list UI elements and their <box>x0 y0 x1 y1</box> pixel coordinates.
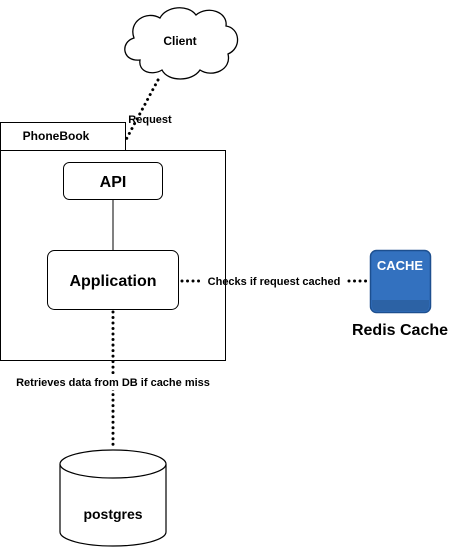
application-node: Application <box>47 250 179 310</box>
cylinder-body <box>59 464 167 547</box>
postgres-label: postgres <box>83 506 142 522</box>
package-label: PhoneBook <box>23 129 90 143</box>
application-box <box>47 250 179 310</box>
cache-icon-shadow <box>372 300 429 311</box>
cache-check-label: Checks if request cached <box>208 276 341 288</box>
application-label: Application <box>69 273 156 290</box>
cylinder-top <box>59 449 167 479</box>
db-fallback-label-bg <box>10 374 218 390</box>
cloud-shape <box>124 7 239 80</box>
request-label: Request <box>128 114 172 126</box>
db-fallback-label: Retrieves data from DB if cache miss <box>16 377 210 389</box>
package-tab <box>0 122 126 151</box>
cache-icon-text: CACHE <box>377 258 424 273</box>
api-node: API <box>63 162 163 200</box>
api-label: API <box>100 174 127 191</box>
client-node: Client <box>124 7 239 80</box>
redis-cache-node: CACHE Redis Cache <box>352 249 448 339</box>
postgres-node: postgres <box>59 449 167 547</box>
api-box <box>63 162 163 200</box>
cache-icon <box>369 249 432 314</box>
client-label: Client <box>163 34 196 48</box>
cache-label: Redis Cache <box>352 322 448 339</box>
